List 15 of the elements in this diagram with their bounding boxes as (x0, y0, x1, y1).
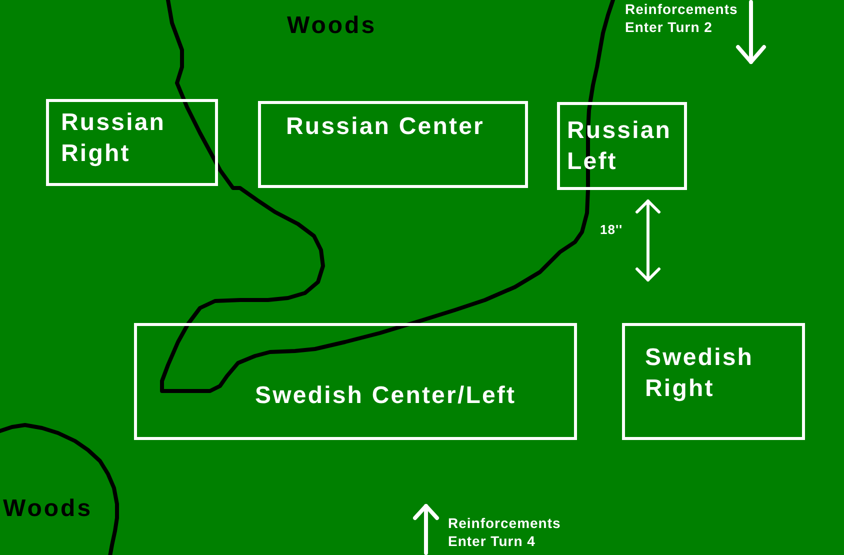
unit-label: Russian Center (286, 112, 486, 142)
unit-label: Swedish Right (645, 343, 755, 404)
distance-label: 18'' (600, 222, 624, 238)
reinforcement-note: Reinforcements Enter Turn 2 (625, 0, 739, 36)
unit-box (258, 101, 528, 188)
unit-label: Russian Left (567, 116, 673, 177)
woods-label: Woods (287, 11, 378, 41)
unit-box (134, 323, 577, 440)
unit-label: Swedish Center/Left (255, 381, 518, 411)
woods-label: Woods (3, 494, 94, 524)
unit-box (557, 102, 687, 190)
unit-box (622, 323, 805, 440)
unit-box (46, 99, 218, 186)
reinforcement-note: Reinforcements Enter Turn 4 (448, 514, 562, 550)
unit-label: Russian Right (61, 108, 167, 169)
